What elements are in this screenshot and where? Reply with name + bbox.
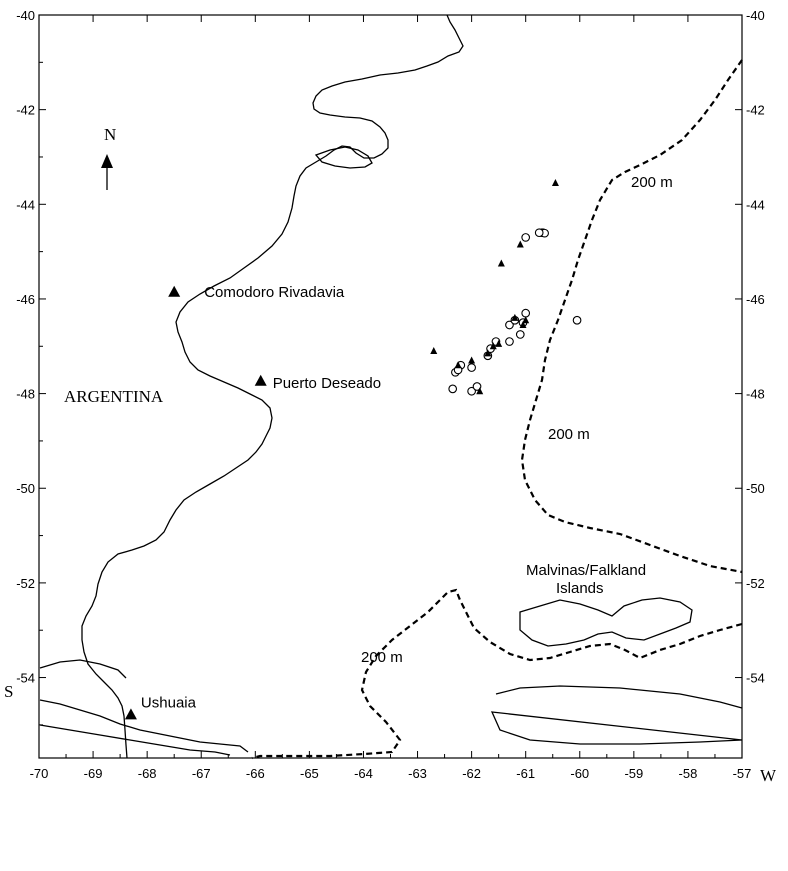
x-tick-label: -69 [84, 766, 103, 781]
sample-circle [472, 382, 482, 391]
x-tick-label: -60 [570, 766, 589, 781]
isobath-200m-north [520, 59, 743, 574]
x-tick-label: -57 [733, 766, 752, 781]
samples-layer [430, 179, 582, 396]
x-tick-label: -70 [30, 766, 49, 781]
sample-circle [515, 330, 525, 339]
islands-label-line2: Islands [556, 580, 604, 597]
y-hemisphere-label: S [4, 682, 13, 701]
city-marker-icon [168, 285, 181, 297]
isobath-label: 200 m [548, 426, 590, 443]
city-marker-icon [254, 374, 267, 386]
y-tick-label-left: -54 [16, 671, 35, 686]
sample-triangle [454, 361, 462, 369]
sample-triangle [489, 342, 497, 350]
sample-triangle [468, 356, 476, 364]
y-tick-label-left: -46 [16, 292, 35, 307]
x-tick-label: -67 [192, 766, 211, 781]
city-label: Ushuaia [141, 694, 197, 711]
isobath-200m-south [251, 588, 743, 760]
sample-circle [521, 233, 531, 242]
north-arrow-icon [101, 154, 113, 168]
sample-triangle [551, 179, 559, 187]
country-label: ARGENTINA [64, 387, 164, 406]
x-hemisphere-label: W [760, 766, 777, 785]
sample-circle [534, 228, 544, 238]
city-label: Comodoro Rivadavia [204, 284, 345, 301]
falkland-islands [519, 597, 693, 647]
sample-triangle [516, 240, 524, 248]
x-tick-label: -61 [516, 766, 535, 781]
argentina-coastline [81, 14, 464, 759]
sample-triangle [430, 347, 438, 355]
north-arrow: N [101, 125, 116, 190]
sample-triangle [476, 387, 484, 395]
city-label: Puerto Deseado [273, 375, 381, 392]
sample-circle [505, 320, 514, 330]
islands-label-line1: Malvinas/Falkland [526, 562, 646, 579]
y-tick-label-left: -48 [16, 387, 35, 402]
sample-triangle [511, 313, 519, 321]
y-tick-label-right: -46 [746, 292, 765, 307]
y-tick-label-right: -48 [746, 387, 765, 402]
y-tick-label-right: -42 [746, 103, 765, 118]
x-tick-label: -66 [246, 766, 265, 781]
y-tick-label-left: -42 [16, 103, 35, 118]
sample-circle [505, 337, 514, 346]
sample-circle [448, 384, 458, 394]
city-marker-icon [124, 708, 137, 720]
sample-circle [467, 363, 476, 372]
isobath-label: 200 m [631, 174, 673, 191]
sample-triangle [495, 339, 503, 347]
x-tick-label: -58 [679, 766, 698, 781]
north-label: N [104, 125, 116, 144]
x-tick-label: -62 [462, 766, 481, 781]
y-tick-label-right: -50 [746, 481, 765, 496]
y-tick-label-left: -50 [16, 481, 35, 496]
sample-circle [521, 308, 531, 318]
sample-triangle [497, 259, 505, 267]
x-tick-label: -64 [354, 766, 373, 781]
y-tick-label-right: -44 [746, 197, 765, 212]
y-tick-label-left: -44 [16, 197, 35, 212]
y-tick-label-right: -40 [746, 8, 765, 23]
sample-triangle [519, 320, 527, 328]
sample-circle [572, 315, 582, 325]
y-tick-label-right: -54 [746, 671, 765, 686]
valdes-peninsula [314, 146, 373, 169]
y-tick-label-left: -52 [16, 576, 35, 591]
burdwood-bank [490, 685, 743, 745]
sample-triangle [484, 349, 492, 357]
x-tick-label: -63 [408, 766, 427, 781]
x-tick-label: -59 [624, 766, 643, 781]
axis-ticks: -70 -69 -68 -67 -66 -65 -64 -63 -62 -61 -60 -59 -58 -… [16, 8, 765, 781]
isobath-label: 200 m [361, 649, 403, 666]
sample-circle [467, 386, 476, 396]
tierra-del-fuego [39, 659, 249, 756]
sample-triangle [522, 316, 530, 324]
x-tick-label: -68 [138, 766, 157, 781]
x-tick-label: -65 [300, 766, 319, 781]
y-tick-label-left: -40 [16, 8, 35, 23]
y-tick-label-right: -52 [746, 576, 765, 591]
